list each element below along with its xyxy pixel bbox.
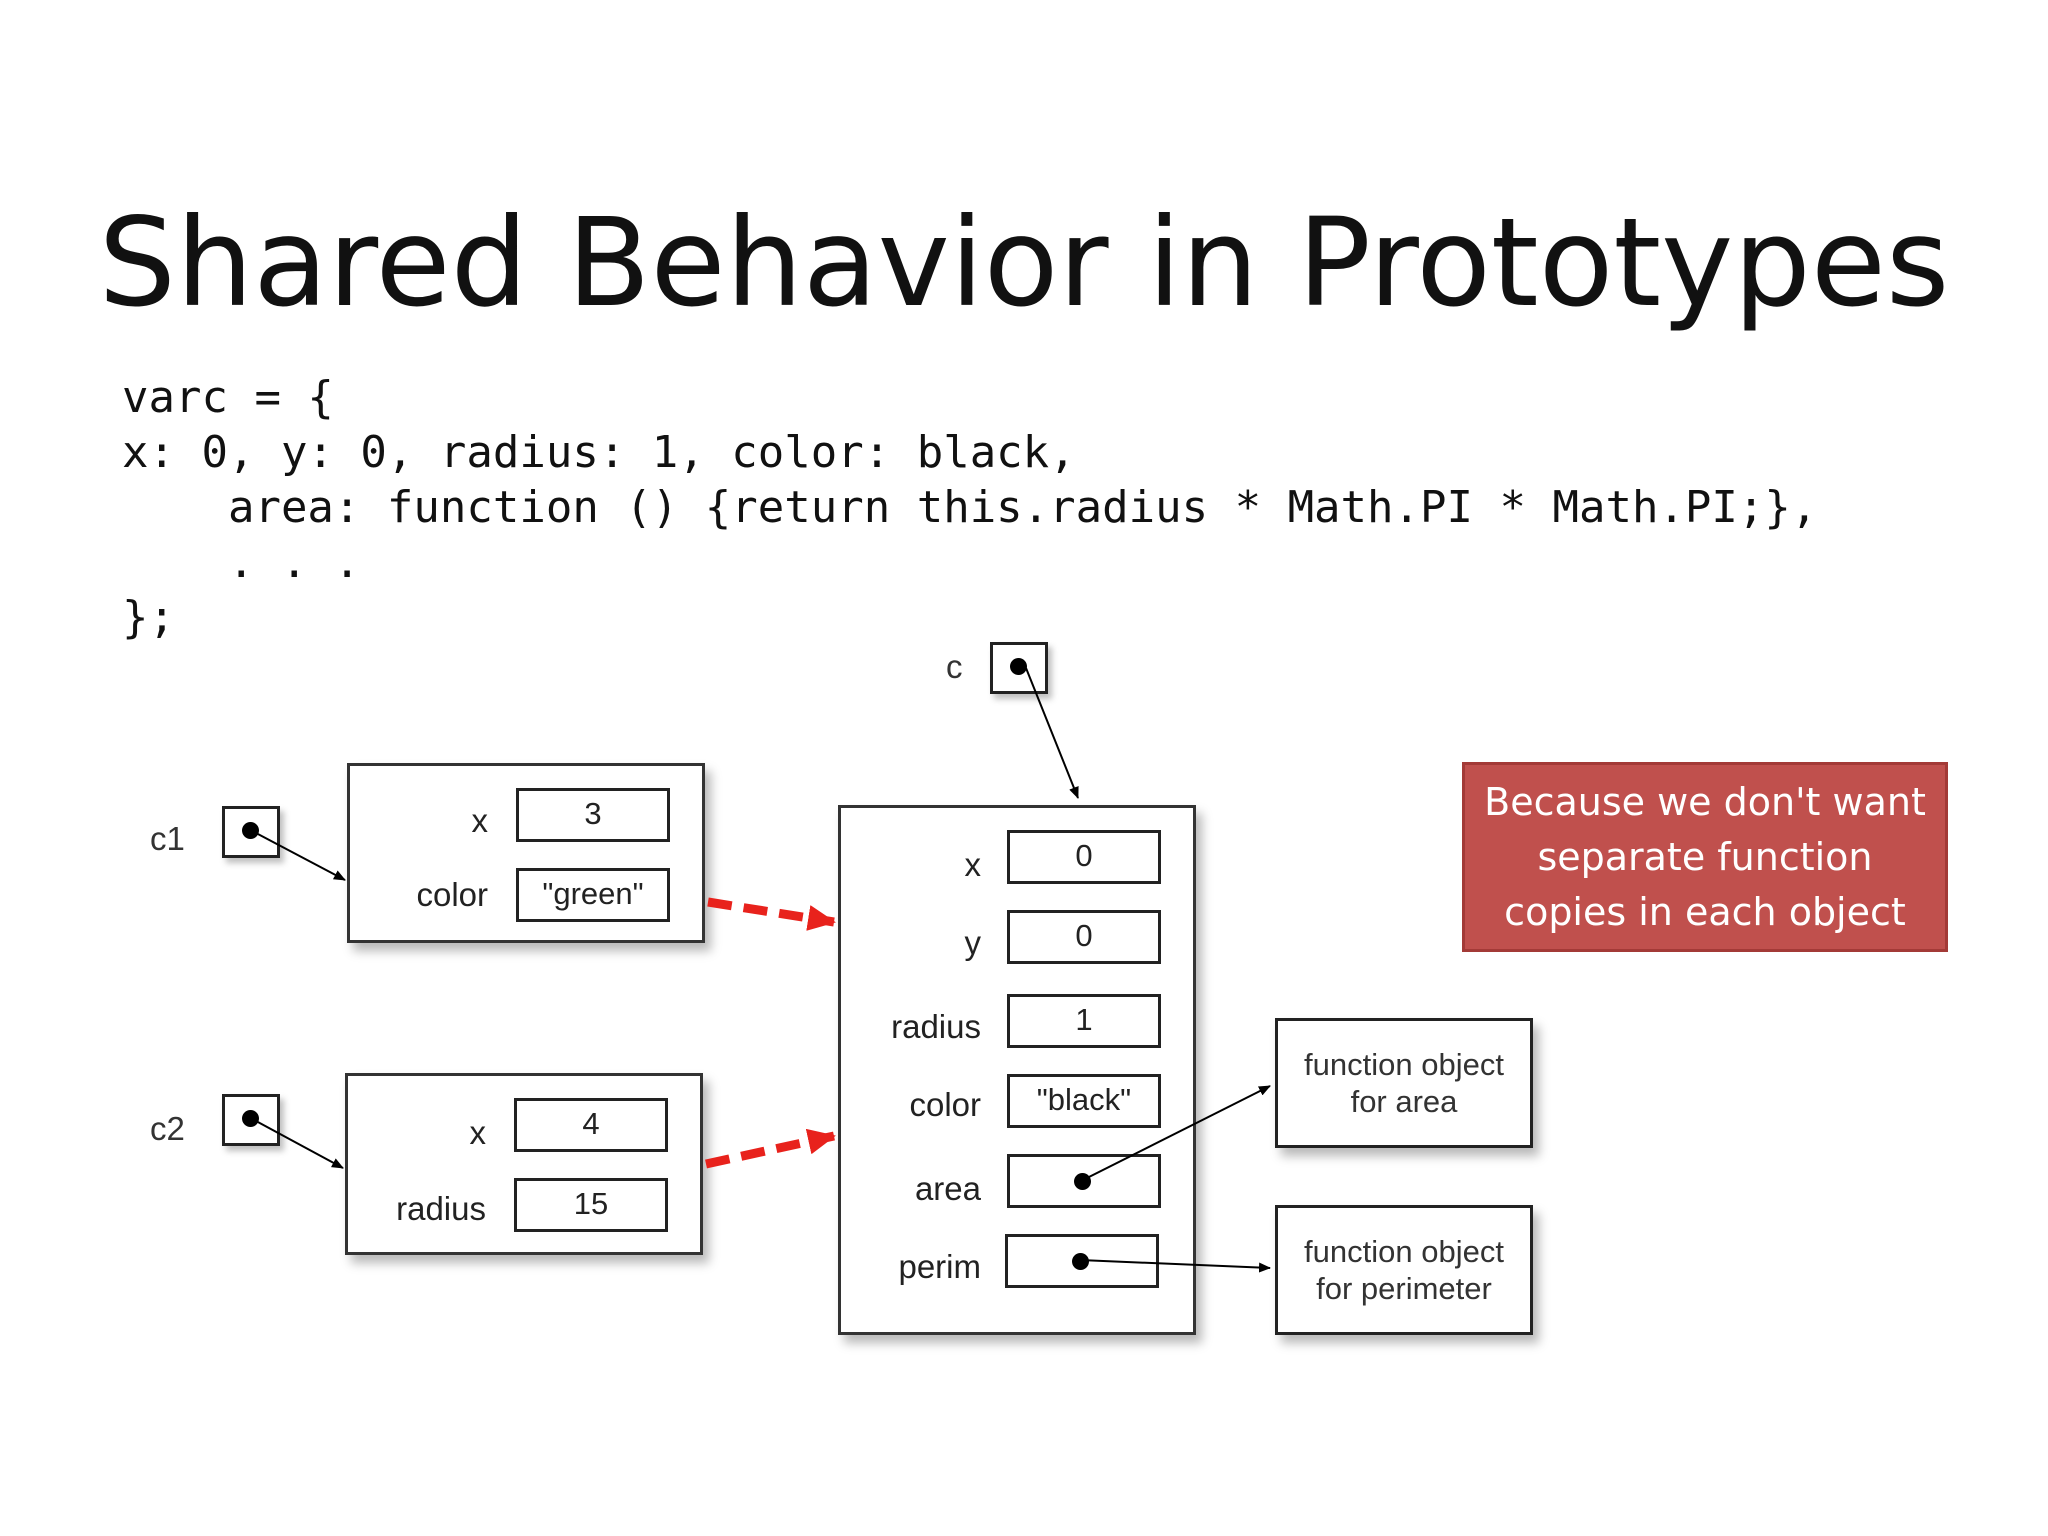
- prototype-link-c2: [705, 1128, 836, 1169]
- field-label-x: x: [469, 1114, 487, 1151]
- function-object-line: for area: [1350, 1084, 1458, 1119]
- field-value-color: "black": [1007, 1074, 1161, 1128]
- arrow-area-to-function: [1082, 1085, 1271, 1181]
- field-label-color: color: [909, 1086, 981, 1123]
- code-block: varc = {x: 0, y: 0, radius: 1, color: bl…: [122, 370, 1817, 645]
- field-label-area: area: [914, 1170, 981, 1207]
- field-value-x: 3: [516, 788, 670, 842]
- function-object-line: for perimeter: [1316, 1271, 1492, 1306]
- code-line: area: function () {return this.radius * …: [122, 482, 1818, 533]
- field-value-x: 4: [514, 1098, 668, 1152]
- arrow-c-to-prototype: [1025, 667, 1079, 799]
- function-object-line: function object: [1304, 1047, 1504, 1082]
- ref-box-c1: [222, 806, 280, 858]
- prototype-object: x 0 y 0 radius 1 color "black" area peri…: [838, 805, 1196, 1335]
- field-value-radius: 1: [1007, 994, 1161, 1048]
- code-line: x: 0, y: 0, radius: 1, color: black,: [122, 427, 1076, 478]
- pointer-dot: [242, 1110, 259, 1127]
- field-label-y: y: [964, 924, 982, 961]
- callout-note: Because we don't want separate function …: [1462, 762, 1948, 952]
- callout-line: copies in each object: [1504, 889, 1906, 934]
- code-line: varc = {: [122, 372, 334, 423]
- field-label-radius: radius: [396, 1190, 486, 1227]
- pointer-dot: [1074, 1173, 1091, 1190]
- var-label-c1: c1: [150, 820, 185, 857]
- field-value-y: 0: [1007, 910, 1161, 964]
- ref-box-c2: [222, 1094, 280, 1146]
- pointer-dot: [1072, 1253, 1089, 1270]
- prototype-link-c1: [707, 897, 836, 931]
- arrow-c2-to-object: [255, 1120, 344, 1169]
- function-object-perim: function object for perimeter: [1275, 1205, 1533, 1335]
- function-object-line: function object: [1304, 1234, 1504, 1269]
- arrow-perim-to-function: [1079, 1259, 1271, 1273]
- pointer-dot: [1010, 658, 1027, 675]
- code-line: };: [122, 592, 175, 643]
- var-label-c2: c2: [150, 1110, 185, 1147]
- var-label-c: c: [946, 648, 963, 685]
- field-label-radius: radius: [891, 1008, 981, 1045]
- function-object-area: function object for area: [1275, 1018, 1533, 1148]
- ref-box-c: [990, 642, 1048, 694]
- field-label-x: x: [471, 802, 489, 839]
- field-label-x: x: [964, 846, 982, 883]
- object-c1: x 3 color "green": [347, 763, 705, 943]
- callout-line: Because we don't want: [1484, 779, 1926, 824]
- field-value-area: [1007, 1154, 1161, 1208]
- object-c2: x 4 radius 15: [345, 1073, 703, 1255]
- code-line: . . .: [122, 537, 361, 588]
- slide-title: Shared Behavior in Prototypes: [98, 191, 1950, 334]
- pointer-dot: [242, 822, 259, 839]
- field-value-perim: [1005, 1234, 1159, 1288]
- field-label-perim: perim: [898, 1248, 981, 1285]
- field-value-color: "green": [516, 868, 670, 922]
- field-value-radius: 15: [514, 1178, 668, 1232]
- callout-line: separate function: [1537, 834, 1873, 879]
- field-value-x: 0: [1007, 830, 1161, 884]
- field-label-color: color: [416, 876, 488, 913]
- arrow-c1-to-object: [255, 832, 346, 881]
